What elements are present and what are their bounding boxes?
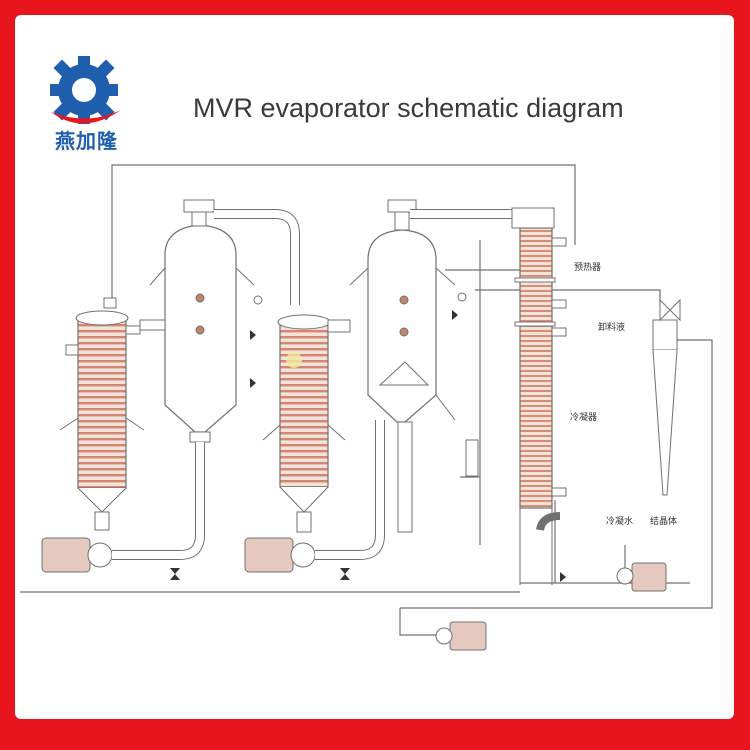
label-discharge: 卸料液 (598, 321, 625, 333)
brand-logo (50, 56, 121, 124)
brand-name: 燕加隆 (55, 129, 118, 153)
pump-3 (435, 621, 487, 651)
swoosh-icon (51, 110, 121, 124)
first-heater (59, 297, 145, 531)
pump-4 (616, 562, 667, 592)
condenser-column (511, 207, 567, 585)
second-heater (262, 314, 351, 533)
second-separator (349, 199, 479, 533)
label-crystal: 结晶体 (650, 515, 677, 527)
top-steam-line (111, 164, 576, 300)
label-cooling-water: 冷凝水 (606, 515, 633, 527)
label-preheater: 预热器 (574, 261, 601, 273)
pump-1 (41, 537, 113, 573)
label-condenser: 冷凝器 (570, 411, 597, 423)
gear-icon (50, 56, 118, 124)
schematic-diagram: 预热器 卸料液 冷凝器 冷凝水 结晶体 (20, 164, 713, 651)
diagram-frame: 燕加隆 MVR evaporator schematic diagram (15, 15, 734, 719)
page-title: MVR evaporator schematic diagram (193, 93, 624, 123)
pump-2 (244, 537, 316, 573)
crystallizer (652, 298, 681, 496)
first-separator (139, 199, 255, 443)
